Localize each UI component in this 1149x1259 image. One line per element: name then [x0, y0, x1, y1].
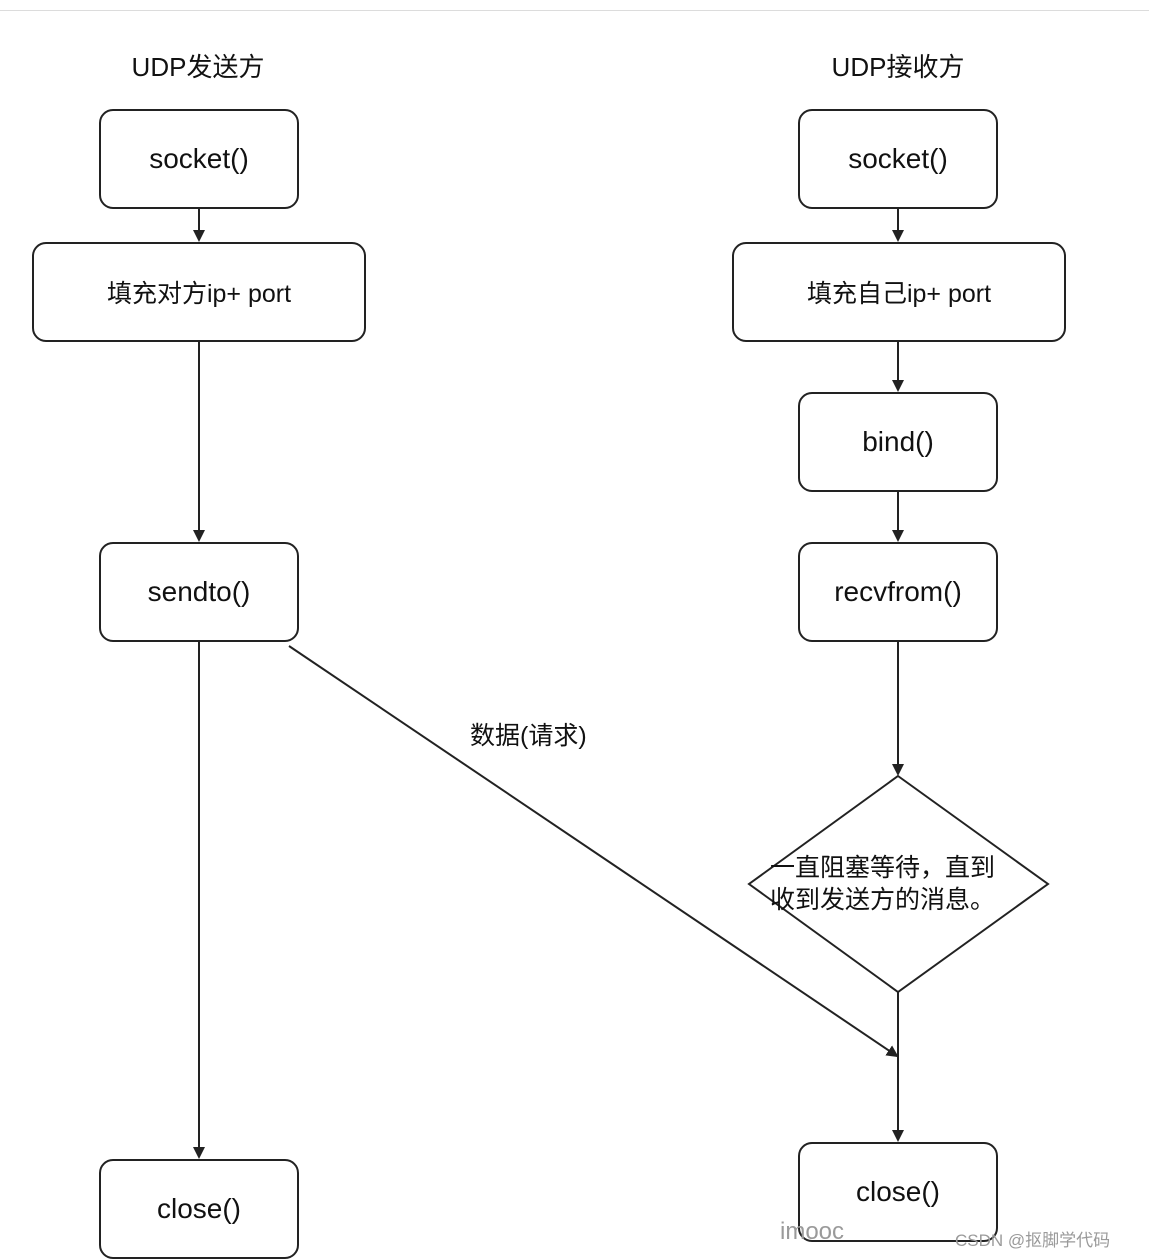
- decision-diamond: [747, 774, 1050, 994]
- sender-socket-node: socket(): [99, 109, 299, 209]
- receiver-close-node: close(): [798, 1142, 998, 1242]
- sender-sendto-node: sendto(): [99, 542, 299, 642]
- decision-label: 一直阻塞等待，直到 收到发送方的消息。: [770, 852, 1030, 916]
- receiver-fill-address-node: 填充自己ip+ port: [732, 242, 1066, 342]
- sender-title: UDP发送方: [131, 52, 265, 82]
- sender-close-node: close(): [99, 1159, 299, 1259]
- data-request-label: 数据(请求): [470, 722, 587, 750]
- receiver-recvfrom-node: recvfrom(): [798, 542, 998, 642]
- top-divider: [0, 10, 1149, 11]
- receiver-socket-node: socket(): [798, 109, 998, 209]
- receiver-title: UDP接收方: [831, 52, 965, 82]
- decision-label-line-2: 收到发送方的消息。: [770, 886, 996, 914]
- imooc-watermark: imooc: [780, 1218, 845, 1245]
- arrow-data-request: [288, 645, 899, 1058]
- receiver-bind-node: bind(): [798, 392, 998, 492]
- csdn-watermark: CSDN @抠脚学代码: [955, 1231, 1111, 1250]
- sender-fill-address-node: 填充对方ip+ port: [32, 242, 366, 342]
- decision-label-line-1: 一直阻塞等待，直到: [770, 854, 996, 882]
